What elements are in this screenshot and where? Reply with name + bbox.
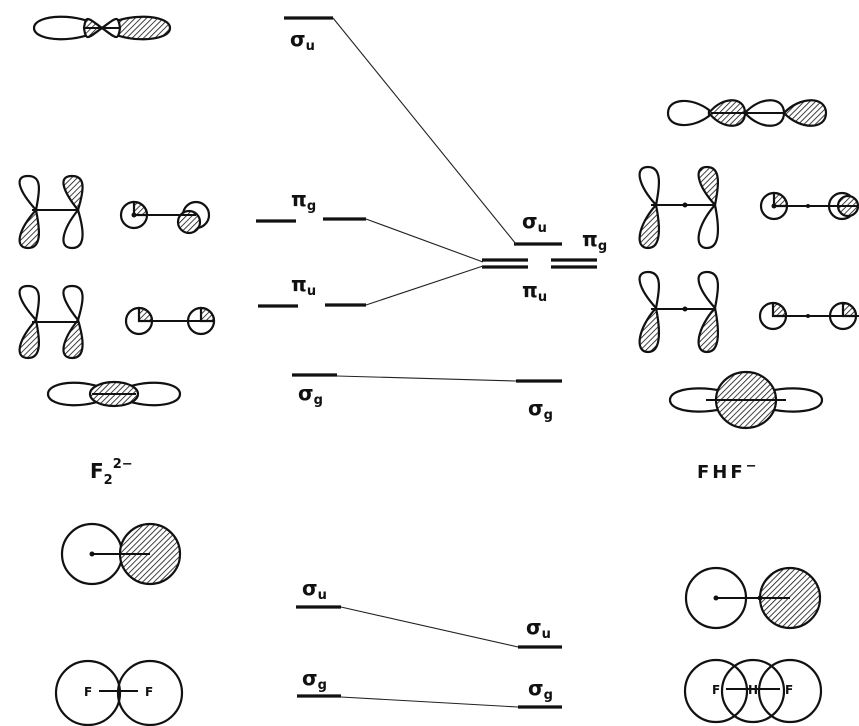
svg-text:F: F (145, 685, 153, 699)
svg-text:F22−: F22− (90, 457, 133, 488)
svg-text:F: F (785, 683, 793, 697)
level-pi-g-right: πg (551, 227, 607, 269)
level-sigma-g-low-right: σg (518, 676, 562, 709)
level-pi-u-right: πu (482, 258, 547, 305)
level-pi-g-left: πg (256, 187, 366, 223)
level-sigma-u-top: σu (284, 16, 333, 54)
orbital-fhf-s-antibonding (684, 566, 822, 630)
orbital-f2-pi-u (18, 284, 84, 360)
orbital-fhf-pi-g (638, 165, 720, 250)
orbital-fhf-sigma-g (668, 370, 824, 430)
level-sigma-g-left: σg (292, 373, 337, 408)
orbital-fhf-pi-u (638, 270, 720, 354)
orbital-f2-sigma-u (32, 15, 172, 41)
orbital-f2-pi-u-end (124, 306, 216, 336)
level-sigma-u-low-left: σu (296, 576, 341, 609)
svg-text:σu: σu (522, 209, 547, 236)
orbital-f2-s-bonding: F F (54, 659, 184, 726)
svg-text:F: F (712, 683, 720, 697)
level-sigma-g-right: σg (516, 379, 562, 423)
orbital-f2-sigma-g (46, 380, 182, 408)
level-sigma-u-right: σu (514, 209, 562, 246)
correlation-lines-lower (340, 606, 519, 708)
orbital-fhf-s-bonding: F H F (683, 658, 823, 724)
svg-text:F: F (84, 685, 92, 699)
svg-text:σg: σg (528, 676, 553, 703)
svg-text:πg: πg (582, 227, 607, 254)
svg-text:σu: σu (302, 576, 327, 603)
level-sigma-g-low-left: σg (297, 666, 341, 698)
svg-text:σg: σg (528, 396, 553, 423)
orbital-f2-s-antibonding (60, 522, 182, 586)
level-pi-u-left: πu (258, 272, 366, 308)
svg-text:πu: πu (522, 278, 547, 305)
orbital-fhf-sigma-u (666, 99, 828, 127)
label-f2-2minus: F22− (90, 457, 133, 488)
level-sigma-u-low-right: σu (518, 615, 562, 649)
svg-text:H: H (748, 683, 758, 697)
svg-text:σg: σg (298, 381, 323, 408)
svg-text:πg: πg (291, 187, 316, 214)
svg-text:σu: σu (290, 27, 315, 54)
svg-text:FHF−: FHF− (697, 459, 760, 483)
correlation-lines-upper (332, 17, 517, 382)
svg-text:πu: πu (291, 272, 316, 299)
label-fhf-minus: FHF− (697, 459, 760, 483)
svg-text:σu: σu (526, 615, 551, 642)
svg-text:σg: σg (302, 666, 327, 693)
orbital-fhf-pi-g-end (759, 191, 859, 221)
orbital-f2-pi-g-end (119, 200, 211, 235)
orbital-f2-pi-g (18, 174, 84, 250)
orbital-fhf-pi-u-end (758, 301, 859, 331)
